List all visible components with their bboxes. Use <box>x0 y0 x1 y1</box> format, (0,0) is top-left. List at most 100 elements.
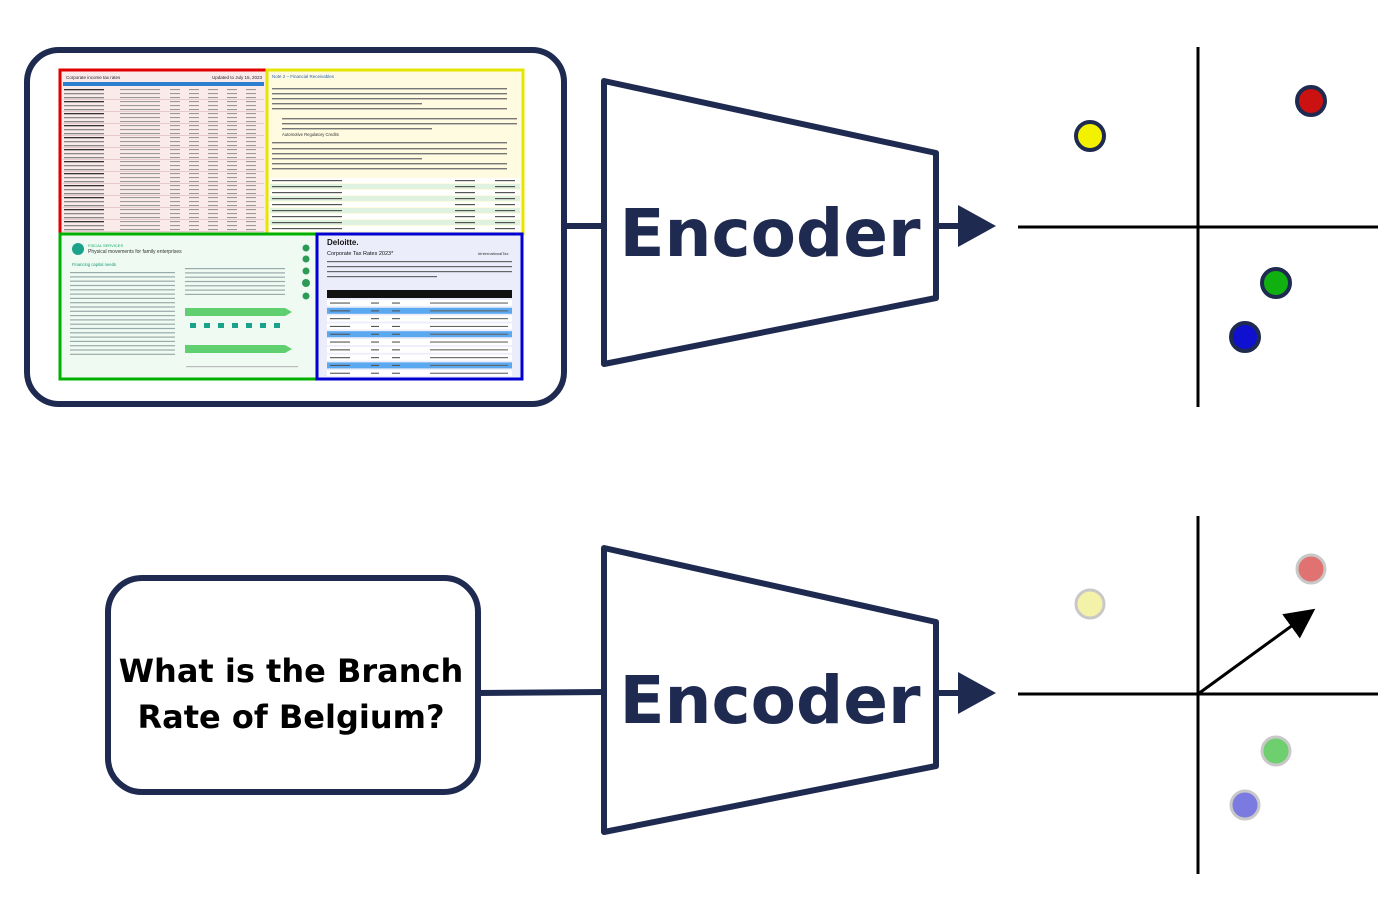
table-cell-line <box>208 225 218 227</box>
table-cell-line <box>208 153 218 155</box>
table-cell-line <box>227 149 237 151</box>
table-cell-line <box>170 201 180 203</box>
table-cell-line <box>246 217 256 219</box>
text-line <box>185 272 285 274</box>
table-row-line <box>120 125 160 127</box>
text-line <box>272 142 507 144</box>
table-row-line <box>120 133 160 135</box>
table-row-line <box>64 105 104 107</box>
table-cell-line <box>227 141 237 143</box>
table-cell-line <box>246 89 256 91</box>
table-cell-line <box>208 189 218 191</box>
table-cell-line <box>208 209 218 211</box>
table-cell-line <box>246 225 256 227</box>
text-line <box>185 293 285 295</box>
table-cell-line <box>455 216 475 218</box>
table-cell-line <box>170 93 180 95</box>
table-row-line <box>120 185 160 187</box>
table-cell-line <box>189 209 199 211</box>
text-line <box>70 315 175 317</box>
table-row-line <box>64 173 104 175</box>
table-cell-line <box>430 364 508 366</box>
table-cell-line <box>495 180 515 182</box>
table-cell-line <box>392 357 400 359</box>
table-row-line <box>64 229 104 231</box>
table-cell-line <box>170 209 180 211</box>
table-cell-line <box>189 145 199 147</box>
table-cell-line <box>189 161 199 163</box>
table-cell-line <box>227 165 237 167</box>
table-cell-line <box>330 318 350 320</box>
table-cell-line <box>392 349 400 351</box>
table-cell-line <box>208 221 218 223</box>
encoder-label-bottom: Encoder <box>619 662 921 739</box>
table-cell-line <box>371 372 379 374</box>
table-cell-line <box>189 121 199 123</box>
table-cell-line <box>227 125 237 127</box>
table-cell-line <box>246 153 256 155</box>
table-cell-line <box>330 364 350 366</box>
table-cell-line <box>170 229 180 231</box>
table-cell-line <box>371 318 379 320</box>
table-cell-line <box>189 105 199 107</box>
table-cell-line <box>371 310 379 312</box>
yellow-panel-heading: Automotive Regulatory Credits <box>282 132 339 137</box>
table-row-line <box>120 105 160 107</box>
table-cell-line <box>330 333 350 335</box>
table-row <box>270 196 520 201</box>
text-line <box>185 268 285 270</box>
table-cell-line <box>430 333 508 335</box>
table-row-line <box>64 181 104 183</box>
table-cell-line <box>170 101 180 103</box>
table-row <box>327 323 512 330</box>
text-line <box>272 168 507 170</box>
table-cell-line <box>371 357 379 359</box>
table-cell-line <box>208 129 218 131</box>
table-row-line <box>64 101 104 103</box>
table-row-line <box>120 153 160 155</box>
table-cell-line <box>189 189 199 191</box>
table-row-line <box>64 201 104 203</box>
text-line <box>186 366 298 368</box>
table-cell-line <box>246 97 256 99</box>
table-cell-line <box>189 149 199 151</box>
table-cell-line <box>330 302 350 304</box>
table-cell-line <box>430 341 508 343</box>
table-cell-line <box>208 205 218 207</box>
table-cell-line <box>170 161 180 163</box>
table-row <box>327 300 512 306</box>
table-cell-line <box>246 221 256 223</box>
table-cell-line <box>208 133 218 135</box>
text-line <box>70 272 175 274</box>
table-row-line <box>120 117 160 119</box>
table-row-line <box>64 133 104 135</box>
table-cell-line <box>227 109 237 111</box>
table-cell-line <box>227 213 237 215</box>
table-cell-line <box>189 133 199 135</box>
red-document-panel: Corporate income tax rates Updated to Ju… <box>58 68 269 236</box>
table-cell-line <box>170 205 180 207</box>
table-row-line <box>120 213 160 215</box>
table-cell-line <box>227 145 237 147</box>
table-cell-line <box>430 310 508 312</box>
blue-panel-title: Corporate Tax Rates 2023* <box>327 251 394 257</box>
table-cell-line <box>208 93 218 95</box>
text-line <box>272 88 507 90</box>
query-text-line2: Rate of Belgium? <box>137 698 444 736</box>
table-row-line <box>64 205 104 207</box>
text-line <box>70 297 175 299</box>
table-cell-line <box>189 101 199 103</box>
text-line <box>272 103 422 105</box>
text-line <box>185 285 285 287</box>
table-row-line <box>120 217 160 219</box>
text-line <box>70 349 175 351</box>
red-panel-date: Updated to July 15, 2023 <box>212 75 263 80</box>
table-cell-line <box>189 221 199 223</box>
table-row-line <box>120 173 160 175</box>
table-cell-line <box>189 177 199 179</box>
text-line <box>70 353 175 355</box>
table-cell-line <box>246 117 256 119</box>
table-cell-line <box>246 93 256 95</box>
table-row <box>327 315 512 322</box>
table-row-line <box>120 193 160 195</box>
